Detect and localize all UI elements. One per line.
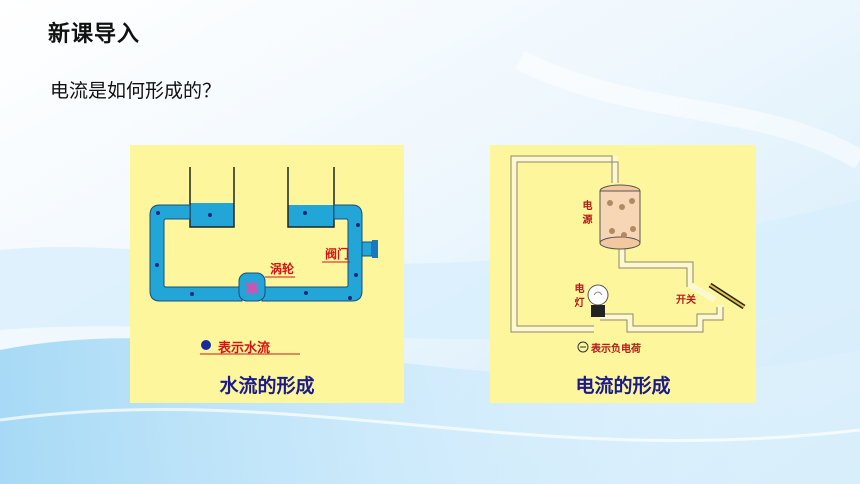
turbine-label: 涡轮 [270,262,295,276]
current-caption: 电流的形成 [575,375,671,397]
charge-legend-symbol [577,341,589,353]
lamp-label: 电灯 [572,283,583,311]
electric-current-diagram: 电源 电灯 开关 表示负电荷 电流的形成 [490,145,756,403]
water-legend-dot [201,340,211,350]
electric-circuit-drawing [510,155,746,353]
water-flow-dots [155,211,360,300]
lamp-icon [587,284,609,317]
switch-icon [708,282,746,310]
power-source-label: 电源 [580,200,591,228]
circuit-wire [511,156,723,332]
water-flow-diagram: 涡轮 阀门 表示水流 水流的形成 [130,145,404,403]
slide-title: 新课导入 [48,22,141,47]
left-water-tank [189,167,235,228]
water-pipe [149,204,363,302]
switch-label: 开关 [676,295,696,306]
charge-legend-label: 表示负电荷 [591,344,641,355]
valve-icon [361,240,378,258]
turbine-icon [245,281,259,295]
water-caption: 水流的形成 [219,375,315,397]
water-circuit-drawing [149,167,378,355]
power-source-icon [599,184,641,250]
water-legend-label: 表示水流 [218,341,271,356]
right-water-tank [287,167,335,228]
question-text: 电流是如何形成的？ [50,80,222,102]
valve-label: 阀门 [325,247,350,261]
